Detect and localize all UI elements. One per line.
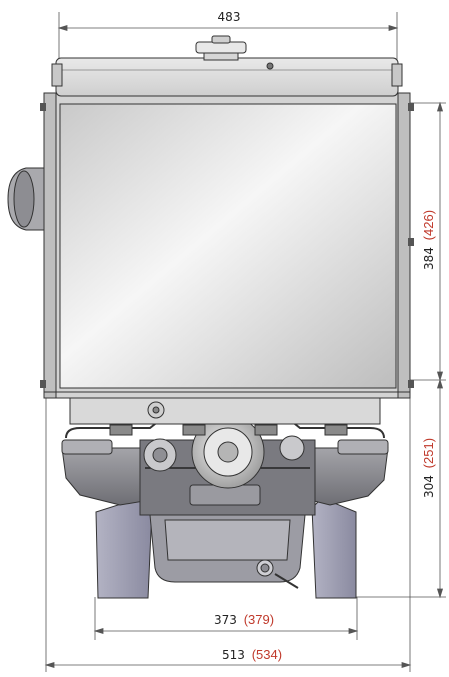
dim-base-width-alt: (379) xyxy=(244,612,274,627)
oil-pan xyxy=(149,514,306,589)
header-tank xyxy=(51,57,403,97)
lower-frame xyxy=(65,395,385,439)
dim-lower-height-value: 304 xyxy=(422,475,436,498)
dim-upper-height-value: 384 xyxy=(422,247,436,270)
crank-pulley xyxy=(143,415,305,489)
dimension-lines xyxy=(44,24,444,669)
engine-block xyxy=(61,439,389,516)
radiator-core xyxy=(59,103,397,389)
dim-lower-height-label: 304 (251) xyxy=(421,438,436,498)
dim-overall-width-alt: (534) xyxy=(252,647,282,662)
right-foot xyxy=(311,497,357,599)
dim-lower-height-alt: (251) xyxy=(421,438,436,468)
dim-upper-height-alt: (426) xyxy=(421,210,436,240)
dim-top-width-label: 483 xyxy=(218,10,241,24)
dim-upper-height-label: 384 (426) xyxy=(421,210,436,270)
filler-cap xyxy=(195,35,247,61)
dim-overall-width-label: 513 (534) xyxy=(222,647,282,662)
engine-mount-feet xyxy=(95,497,357,599)
dim-overall-width-value: 513 xyxy=(222,648,245,662)
intake-pipe xyxy=(7,167,45,231)
right-housing xyxy=(309,447,389,506)
dim-base-width-label: 373 (379) xyxy=(214,612,274,627)
left-housing xyxy=(61,447,151,506)
extension-lines xyxy=(45,12,446,672)
dim-base-width-value: 373 xyxy=(214,613,237,627)
radiator xyxy=(40,92,414,399)
